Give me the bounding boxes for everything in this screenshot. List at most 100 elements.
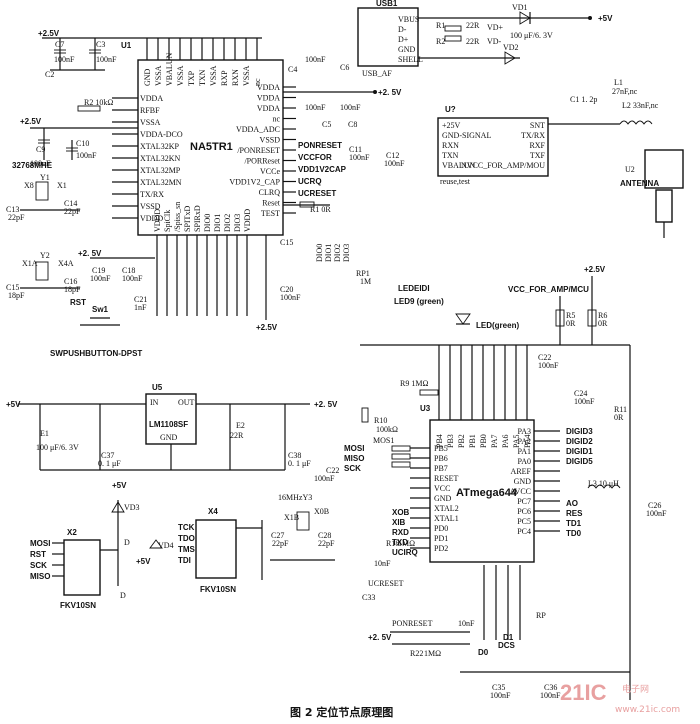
svg-text:R1 0R: R1 0R [310,205,331,214]
p25-bot-label: +2.5V [256,323,278,332]
svg-text:C3: C3 [96,40,105,49]
u1-pin-label: /PORReset [244,157,280,166]
u2-pin-label: SNT [530,121,545,130]
svg-text:1nF: 1nF [134,303,147,312]
u1-pin-label: TXP [187,70,196,86]
u1-net-label: UCRQ [298,177,322,186]
svg-text:R18: R18 [386,539,399,548]
u1-pin-label: VBALUN [165,52,174,86]
u3-chip: ATmega644 U3 PB5PB6PB7RESETVCCGNDXTAL2XT… [314,345,667,700]
x2-net-label: SCK [30,561,47,570]
u1-pin-label: TX/RX [140,190,164,199]
svg-text:C24: C24 [574,389,587,398]
svg-text:22pF: 22pF [318,539,335,548]
u1-pin-label: VDDD [140,214,163,223]
p5-u5-in: +5V [6,400,21,409]
svg-text:100nF: 100nF [574,397,595,406]
p25-u5-out: +2. 5V [314,400,338,409]
figure-caption: 图 2 定位节点原理图 [290,705,393,719]
svg-text:100nF: 100nF [305,55,326,64]
svg-text:C12: C12 [386,151,399,160]
ucreset-label: UCRESET [368,579,404,588]
e1-value: 100 μF/6. 3V [36,443,79,452]
r10-value: 100kΩ [376,425,398,434]
svg-text:100nF: 100nF [490,691,511,700]
usb-pin-label: GND [398,45,416,54]
svg-text:C9: C9 [36,145,45,154]
p25-bottom: +2. 5V [368,633,392,642]
u1-pin-label: DIO2 [223,214,232,232]
u1-pin-label: DIO0 [203,214,212,232]
antenna: U2 ANTENNA [620,149,684,238]
led-c-label: LED(green) [476,321,519,330]
u3-pin-label: PB1 [468,434,477,448]
p25-mid-label: +2. 5V [78,249,102,258]
u1-pin-label: RXP [220,70,229,86]
u1-pin-label: VCCe [260,167,280,176]
svg-text:C15: C15 [280,238,293,247]
u3-pin-label: PD2 [434,544,448,553]
svg-text:10nF: 10nF [458,619,475,628]
u1-right-pins: VDDAVDDAVDDAncVDDA_ADCVSSD/PONRESET/PORR… [229,83,296,218]
svg-text:C35: C35 [492,683,505,692]
u3-pin-label: PB4 [435,434,444,448]
ponreset-label: PONRESET [392,619,433,628]
u3-pin-label: XTAL2 [434,504,459,513]
svg-text:C11: C11 [349,145,362,154]
u3-pin-label: AREF [511,467,532,476]
led-a-label: LEDEIDI [398,284,430,293]
svg-text:C38: C38 [288,451,301,460]
usb-pin-label: D+ [398,35,409,44]
u1-pin-label: GND [143,68,152,86]
u2-pin-label: GND-SIGNAL [442,131,491,140]
dio-label: DIO1 [324,244,333,262]
svg-text:VD3: VD3 [124,503,140,512]
u1-pin-label: CLRQ [259,188,281,197]
svg-text:C18: C18 [122,266,135,275]
svg-text:22R: 22R [466,21,480,30]
svg-text:100nF: 100nF [540,691,561,700]
u5-part: LM1108SF [149,420,188,429]
x4-pin-label: TDI [178,556,191,565]
svg-text:100nF: 100nF [30,159,51,168]
u3-ref: U3 [420,404,431,413]
r10-label: R10 [374,416,387,425]
svg-text:100nF: 100nF [122,274,143,283]
p5-x4: +5V [136,557,151,566]
e2-value: 22R [230,431,244,440]
svg-text:D: D [124,538,130,547]
svg-text:100nF: 100nF [76,151,97,160]
vcc-amp-label: VCC_FOR_AMP/MCU [508,285,589,294]
svg-text:C37: C37 [101,451,114,460]
r2-label: R2 10kΩ [84,98,113,107]
u3-pin-label: PD1 [434,534,448,543]
u3-net-label: DIGID1 [566,447,593,456]
svg-text:1MΩ: 1MΩ [398,539,415,548]
u1-pin-label: VSSD [140,202,161,211]
u3-pin-label: GND [434,494,452,503]
rst-label: RST [70,298,86,307]
svg-text:C14: C14 [64,199,77,208]
u2-pin-label: NVCC_FOR_AMP/MOU [461,161,545,170]
u2-pin-label: RXF [529,141,545,150]
u3-pin-label: PB5 [434,444,448,453]
x2-net-label: MISO [30,572,50,581]
svg-text:C20: C20 [280,285,293,294]
svg-text:R5: R5 [566,311,575,320]
u3-net-label: SCK [344,464,361,473]
u1-pin-label: nc [253,78,262,86]
u3-pin-label: PC5 [517,517,531,526]
r9-label: R9 1MΩ [400,379,428,388]
svg-text:100nF: 100nF [646,509,667,518]
svg-text:L2 33nF,nc: L2 33nF,nc [622,101,659,110]
u3-pin-label: PA6 [501,435,510,449]
u1-pin-label: TXN [198,69,207,86]
